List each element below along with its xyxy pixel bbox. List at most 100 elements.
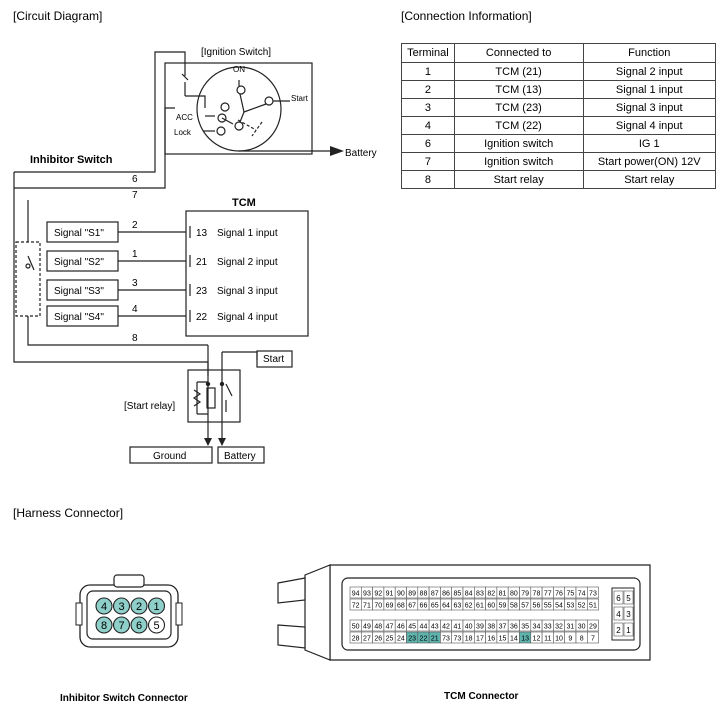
- tcm-pin-label: 24: [397, 636, 405, 643]
- tcm-pin-label: 21: [431, 636, 439, 643]
- tcm-pin-label: 30: [578, 624, 586, 631]
- tcm-pin-label: 12: [533, 636, 541, 643]
- tcm-pin-label: 48: [374, 624, 382, 631]
- tcm-pin-label: 22: [196, 312, 208, 323]
- cell-function: Signal 3 input: [582, 98, 716, 117]
- inhibitor-pin: [130, 597, 148, 615]
- ignition-lock-label: Lock: [174, 128, 192, 137]
- tcm-pin-label: 74: [578, 591, 586, 598]
- tcm-side-pin-label: 3: [626, 610, 631, 619]
- tcm-pin-label: 85: [453, 591, 461, 598]
- tcm-pin-label: 46: [397, 624, 405, 631]
- start-relay-title: [Start relay]: [124, 401, 175, 412]
- tcm-pin-label: 87: [431, 591, 439, 598]
- tcm-pin-label: 25: [386, 636, 394, 643]
- tcm-pin-label: 88: [420, 591, 428, 598]
- tcm-pin-label: 42: [442, 624, 450, 631]
- relay-battery-label: Battery: [224, 451, 256, 462]
- inhibitor-pin-label: 5: [153, 620, 159, 632]
- tcm-pin-label: 66: [420, 603, 428, 610]
- tcm-pin-label: 57: [521, 603, 529, 610]
- tcm-pin-label: 16: [487, 636, 495, 643]
- tcm-pin-label: 7: [591, 636, 595, 643]
- tcm-pin-label: 75: [566, 591, 574, 598]
- inhibitor-pin: [147, 597, 166, 615]
- header-connected-to: Connected to: [453, 43, 584, 63]
- tcm-pin-label: 41: [453, 624, 461, 631]
- tcm-pin-label: 44: [420, 624, 428, 631]
- tcm-pin: [586, 586, 599, 599]
- section-circuit-title: [Circuit Diagram]: [13, 9, 103, 23]
- tcm-side-pin-label: 2: [616, 626, 621, 635]
- tcm-pin-label: 71: [363, 603, 371, 610]
- tcm-pin-label: 33: [544, 624, 552, 631]
- inhibitor-pin: [112, 597, 131, 615]
- tcm-pin-label: 63: [453, 603, 461, 610]
- tcm-pin-label: 34: [533, 624, 541, 631]
- inhibitor-pin-label: 3: [118, 601, 124, 613]
- tcm-side-pin: [613, 622, 624, 637]
- tcm-side-pin: [623, 606, 634, 621]
- tcm-pin-label: 23: [408, 636, 416, 643]
- tcm-pin-label: 90: [397, 591, 405, 598]
- tcm-pin-label: 69: [386, 603, 394, 610]
- tcm-side-pin: [613, 606, 624, 621]
- tcm-pin-label: 27: [363, 636, 371, 643]
- cell-function: Start power(ON) 12V: [582, 152, 716, 171]
- ignition-on-label: ON: [233, 65, 245, 74]
- tcm-title: TCM: [232, 197, 256, 209]
- signal-s2-label: Signal "S2": [54, 257, 104, 268]
- tcm-pin: [586, 619, 599, 632]
- tcm-pin-label: 53: [566, 603, 574, 610]
- tcm-pin-label: 32: [555, 624, 563, 631]
- tcm-input-label: Signal 4 input: [217, 312, 278, 323]
- tcm-pin-label: 80: [510, 591, 518, 598]
- tcm-side-pin-label: 4: [616, 610, 621, 619]
- tcm-pin-label: 83: [476, 591, 484, 598]
- tcm-pin-label: 17: [476, 636, 484, 643]
- tcm-pin-label: 47: [386, 624, 394, 631]
- tcm-side-pin: [623, 590, 634, 605]
- tcm-pin-label: 59: [499, 603, 507, 610]
- tcm-pin: [586, 598, 599, 611]
- ignition-switch-title: [Ignition Switch]: [201, 47, 271, 58]
- cell-connected-to: Start relay: [453, 170, 584, 189]
- tcm-pin-label: 77: [544, 591, 552, 598]
- tcm-pin-label: 73: [453, 636, 461, 643]
- tcm-pin-label: 51: [589, 603, 597, 610]
- tcm-pin-label: 35: [521, 624, 529, 631]
- cell-function: Start relay: [582, 170, 716, 189]
- relay-start-box: [256, 350, 293, 368]
- tcm-pin-label: 13: [196, 228, 208, 239]
- inhibitor-selector: [15, 241, 41, 317]
- ground-label: Ground: [153, 451, 186, 462]
- ignition-dial: [196, 66, 282, 152]
- cell-function: Signal 4 input: [582, 116, 716, 135]
- tcm-pin-label: 82: [487, 591, 495, 598]
- header-function: Function: [582, 43, 716, 63]
- tcm-pin-label: 14: [510, 636, 518, 643]
- tcm-pin-label: 54: [555, 603, 563, 610]
- connection-table-header: Terminal Connected to Function: [401, 43, 716, 63]
- tcm-pin-label: 18: [465, 636, 473, 643]
- tcm-pin-label: 61: [476, 603, 484, 610]
- tcm-pin-label: 58: [510, 603, 518, 610]
- tcm-pin-label: 56: [533, 603, 541, 610]
- inhibitor-pin-label: 4: [101, 601, 107, 613]
- tcm-pin-label: 93: [363, 591, 371, 598]
- inhibitor-pin-label: 8: [101, 620, 107, 632]
- inhibitor-pin-label: 2: [136, 601, 142, 613]
- tcm-pin-label: 76: [555, 591, 563, 598]
- tcm-pin-label: 9: [568, 636, 572, 643]
- tcm-pin-label: 43: [431, 624, 439, 631]
- tcm-pin-label: 94: [352, 591, 360, 598]
- tcm-pin-label: 84: [465, 591, 473, 598]
- tcm-pin-label: 70: [374, 603, 382, 610]
